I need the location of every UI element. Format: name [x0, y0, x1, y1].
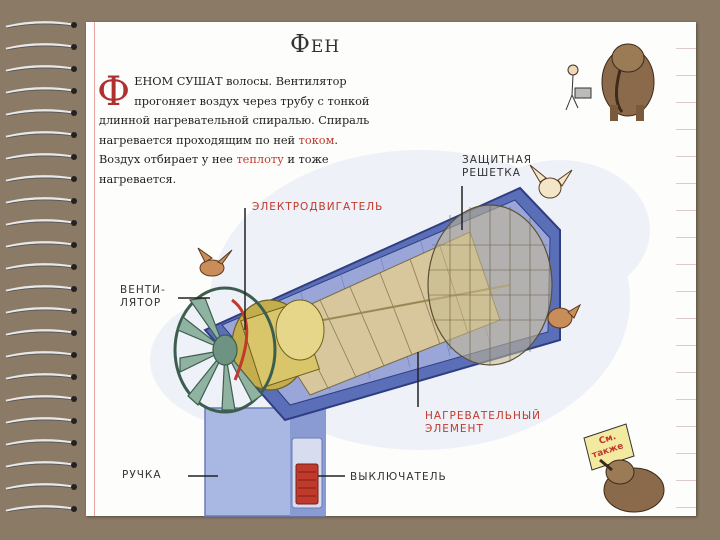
spiral-coil [4, 498, 78, 513]
spiral-coil [4, 212, 78, 227]
label-handle: Ручка [122, 469, 162, 481]
switch [295, 463, 319, 505]
drop-cap: Ф [97, 69, 131, 115]
intro-link-heat[interactable]: теплоту [236, 153, 284, 166]
spiral-coil [4, 36, 78, 51]
intro-text-1: ЕНОМ СУШАТ волосы. Вентилятор прогоняет … [99, 75, 370, 147]
spiral-coil [4, 278, 78, 293]
margin-line [94, 22, 95, 516]
spiral-coil [4, 124, 78, 139]
spiral-coil [4, 256, 78, 271]
label-heater-line-1: Нагревательный [425, 410, 541, 422]
spiral-coil [4, 366, 78, 381]
ruled-margin [676, 22, 696, 516]
intro-link-current[interactable]: током [298, 133, 335, 147]
label-grille: Защитная решетка [462, 154, 532, 180]
man-with-wheelbarrow-icon [565, 64, 592, 111]
see-also-sign-icon: См. также [583, 423, 665, 513]
label-heater: Нагревательный элемент [425, 410, 541, 436]
label-motor: Электродвигатель [252, 201, 384, 213]
spiral-coil [4, 14, 78, 29]
fan [173, 286, 277, 414]
protective-grille [427, 204, 553, 366]
spiral-coil [4, 300, 78, 315]
label-heater-line-2: элемент [425, 423, 484, 435]
spiral-coil [4, 102, 78, 117]
label-fan-line-1: Венти- [120, 284, 166, 296]
spiral-coil [4, 344, 78, 359]
label-switch: Выключатель [350, 471, 447, 483]
label-grille-line-1: Защитная [462, 154, 533, 166]
spiral-coil [4, 322, 78, 337]
spiral-coil [4, 146, 78, 161]
spiral-coil [4, 476, 78, 491]
spiral-binding-icon [0, 14, 86, 524]
label-fan: Венти- лятор [120, 284, 166, 310]
intro-text-3: и тоже нагревается. [99, 153, 329, 186]
spiral-coil [4, 388, 78, 403]
intro-text-2: . Воздух отбирает у нее [99, 133, 338, 167]
bird-icon [197, 247, 233, 277]
spiral-coil [4, 410, 78, 425]
leader-lines [178, 186, 463, 477]
spiral-coil [4, 454, 78, 469]
label-grille-line-2: решетка [462, 167, 521, 179]
motor [231, 299, 325, 391]
spiral-coil [4, 58, 78, 73]
spiral-coil [4, 168, 78, 183]
page-title: Фен [290, 30, 341, 58]
bird-icon [547, 303, 582, 329]
spiral-coil [4, 432, 78, 447]
mammoth-icon [601, 43, 655, 121]
label-fan-line-2: лятор [120, 297, 162, 309]
spiral-coil [4, 190, 78, 205]
spiral-coil [4, 80, 78, 95]
spiral-coil [4, 234, 78, 249]
bird-icon [529, 164, 573, 199]
